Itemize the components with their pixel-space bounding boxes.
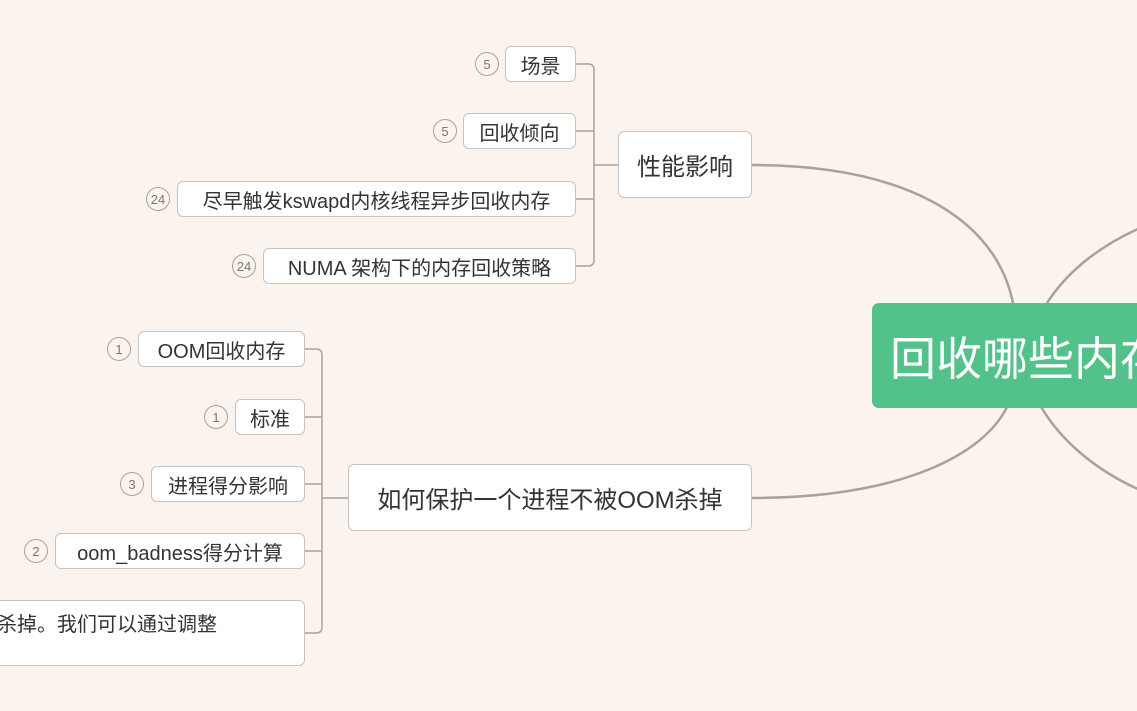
subtopic-kswapd[interactable]: 尽早触发kswapd内核线程异步回收内存 — [177, 181, 576, 217]
root-topic[interactable]: 回收哪些内存 — [872, 303, 1137, 408]
subtopic-label: 回收倾向 — [479, 122, 560, 145]
connector-root-performance — [751, 163, 1015, 304]
branch-oom-protection[interactable]: 如何保护一个进程不被OOM杀掉 — [348, 464, 752, 531]
connector-root-oom — [751, 404, 1010, 500]
child-count-badge[interactable]: 2 — [24, 539, 48, 563]
subtopic-label: 标准 — [250, 408, 290, 431]
subtopic-label: 进程得分影响 — [168, 475, 288, 498]
child-count-badge[interactable]: 24 — [146, 187, 170, 211]
subtopic-label: 场景 — [520, 55, 561, 78]
subtopic-label: NUMA 架构下的内存回收策略 — [287, 257, 552, 280]
bracket-performance — [576, 63, 618, 267]
bracket-oom — [305, 348, 348, 634]
child-count-badge[interactable]: 5 — [433, 119, 457, 143]
child-count-badge[interactable]: 1 — [204, 405, 228, 429]
subtopic-label: 尽早触发kswapd内核线程异步回收内存 — [202, 190, 551, 213]
branch-performance-impact[interactable]: 性能影响 — [618, 131, 752, 198]
subtopic-reclaim-tendency[interactable]: 回收倾向 — [463, 113, 576, 149]
child-count-badge[interactable]: 3 — [120, 472, 144, 496]
branch-label: 性能影响 — [637, 154, 733, 181]
branch-label: 如何保护一个进程不被OOM杀掉 — [377, 487, 723, 514]
subtopic-label: oom_badness得分计算 — [77, 542, 283, 565]
child-count-badge[interactable]: 1 — [107, 337, 131, 361]
subtopic-oom-badness[interactable]: oom_badness得分计算 — [55, 533, 305, 569]
root-topic-label: 回收哪些内存 — [890, 332, 1137, 385]
subtopic-scenario[interactable]: 场景 — [505, 46, 576, 82]
subtopic-adjust-note[interactable]: 杀掉。我们可以通过调整 — [0, 600, 305, 666]
subtopic-oom-reclaim[interactable]: OOM回收内存 — [138, 331, 305, 367]
child-count-badge[interactable]: 24 — [232, 254, 256, 278]
subtopic-score-impact[interactable]: 进程得分影响 — [151, 466, 305, 502]
subtopic-numa-policy[interactable]: NUMA 架构下的内存回收策略 — [263, 248, 576, 284]
subtopic-label: OOM回收内存 — [157, 340, 286, 363]
connector-root-right-upper — [1045, 228, 1137, 304]
subtopic-criteria[interactable]: 标准 — [235, 399, 305, 435]
child-count-badge[interactable]: 5 — [475, 52, 499, 76]
subtopic-label: 杀掉。我们可以通过调整 — [0, 614, 217, 636]
connector-root-right-lower — [1038, 404, 1137, 490]
